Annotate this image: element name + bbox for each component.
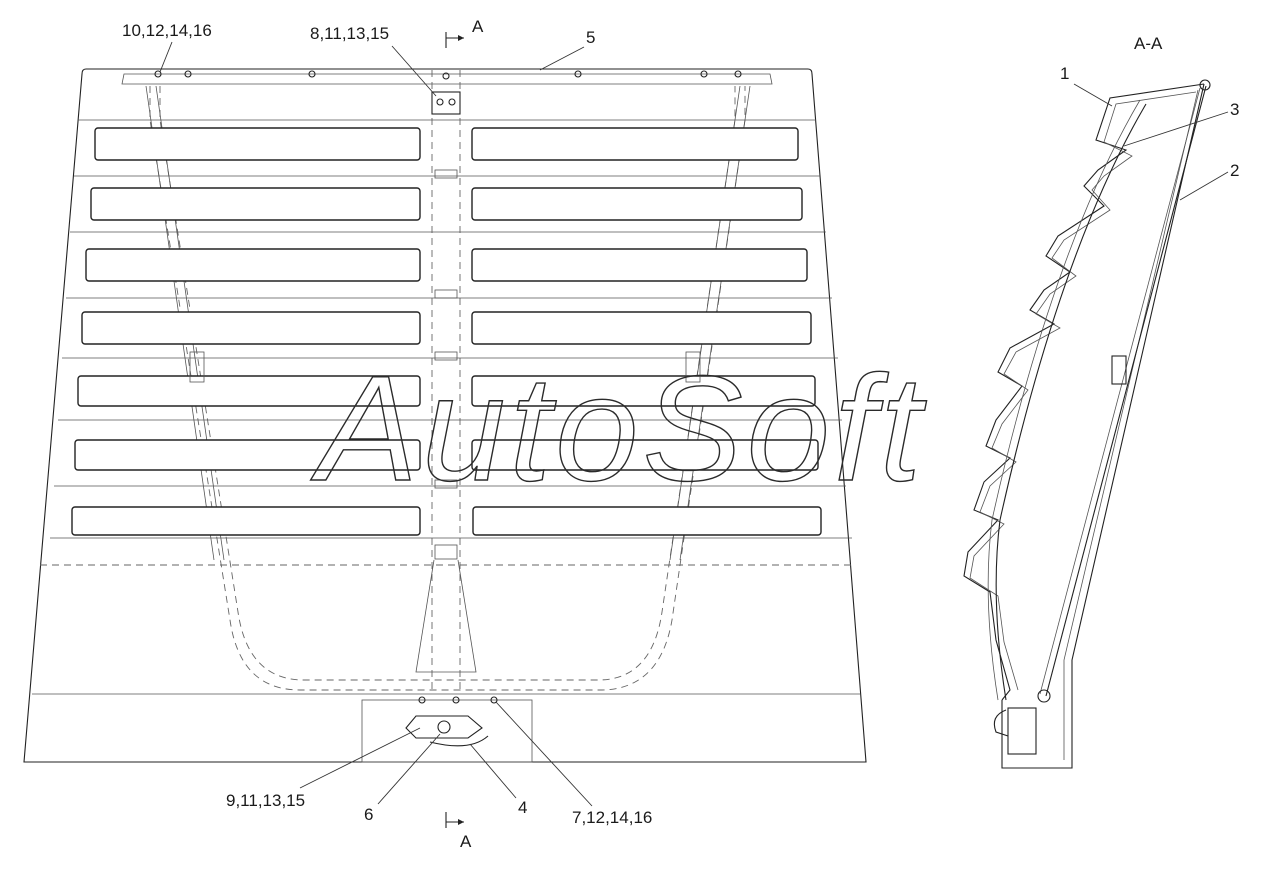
- slot: [471, 375, 816, 407]
- side-clip-right: [685, 351, 701, 383]
- hidden-frame-inner: [159, 86, 736, 681]
- watermark: AutoSoft: [310, 344, 927, 512]
- callout-4: 4: [518, 798, 527, 817]
- callout-8-11-13-15: 8,11,13,15: [310, 24, 389, 43]
- slot: [81, 311, 421, 345]
- bolt: [490, 696, 498, 704]
- section-pivot-bottom: [1037, 689, 1051, 703]
- slot: [471, 248, 808, 282]
- section-callout-1: 1: [1060, 64, 1069, 83]
- slot: [90, 187, 421, 221]
- center-clip: [434, 479, 458, 489]
- callouts-front: 10,12,14,16 8,11,13,15 5 9,11,13,15 6 4 …: [122, 21, 652, 827]
- slots-right: [471, 127, 822, 536]
- bolt: [418, 696, 426, 704]
- callout-7-12-14-16: 7,12,14,16: [572, 808, 652, 827]
- slot: [77, 375, 421, 407]
- section-rear-plate: [1001, 83, 1205, 769]
- top-fasteners: [154, 70, 742, 80]
- slot: [94, 127, 421, 161]
- lock-plate: [361, 699, 533, 763]
- callout-9-11-13-15: 9,11,13,15: [226, 791, 305, 810]
- section-rear-plate-inner: [1063, 89, 1199, 760]
- hidden-frame-outer: [149, 86, 746, 691]
- lock-latch: [405, 715, 483, 739]
- side-clip-left: [189, 351, 205, 383]
- section-lock-hook: [993, 709, 1009, 737]
- grille-panel-outline: [23, 68, 867, 763]
- lock-assembly: [361, 696, 533, 763]
- slot: [471, 127, 799, 161]
- lock-pivot: [437, 720, 451, 734]
- center-clip: [434, 169, 458, 179]
- top-rim: [121, 73, 773, 85]
- slot: [71, 506, 421, 536]
- section-view-aa: A-A: [963, 34, 1211, 769]
- section-mark-top: A: [445, 17, 484, 48]
- slot: [472, 506, 822, 536]
- section-mark-bottom: A: [445, 812, 472, 851]
- center-clip: [434, 544, 458, 560]
- center-clip: [434, 351, 458, 361]
- front-view: [23, 68, 867, 763]
- section-rail-b: [987, 99, 1141, 701]
- section-louvers: [963, 83, 1205, 701]
- section-callout-2: 2: [1230, 161, 1239, 180]
- slot: [471, 439, 819, 471]
- section-louvers-inner: [969, 91, 1197, 691]
- section-lock: [1007, 707, 1037, 755]
- section-letter-bottom: A: [460, 832, 472, 851]
- section-bracket: [1111, 355, 1127, 385]
- slots-left: [71, 127, 421, 536]
- section-pivot-top: [1199, 79, 1211, 91]
- section-rail: [995, 103, 1147, 701]
- callout-6: 6: [364, 805, 373, 824]
- bolt: [436, 98, 444, 106]
- section-view-title: A-A: [1134, 34, 1163, 53]
- bolt: [452, 696, 460, 704]
- center-lower-bracket: [415, 559, 477, 673]
- section-brace: [1045, 85, 1207, 697]
- bolt: [448, 98, 456, 106]
- section-callout-3: 3: [1230, 100, 1239, 119]
- section-letter-top: A: [472, 17, 484, 36]
- top-center-bracket: [431, 91, 461, 115]
- slat-guide-lines: [50, 119, 852, 539]
- callout-10-12-14-16: 10,12,14,16: [122, 21, 212, 40]
- slot: [85, 248, 421, 282]
- callouts-section: 1 3 2: [1060, 64, 1239, 201]
- section-brace-b: [1039, 87, 1201, 695]
- lock-handle: [429, 735, 489, 747]
- slot: [74, 439, 421, 471]
- callout-5: 5: [586, 28, 595, 47]
- slot: [471, 311, 812, 345]
- center-clip: [434, 289, 458, 299]
- slot: [471, 187, 803, 221]
